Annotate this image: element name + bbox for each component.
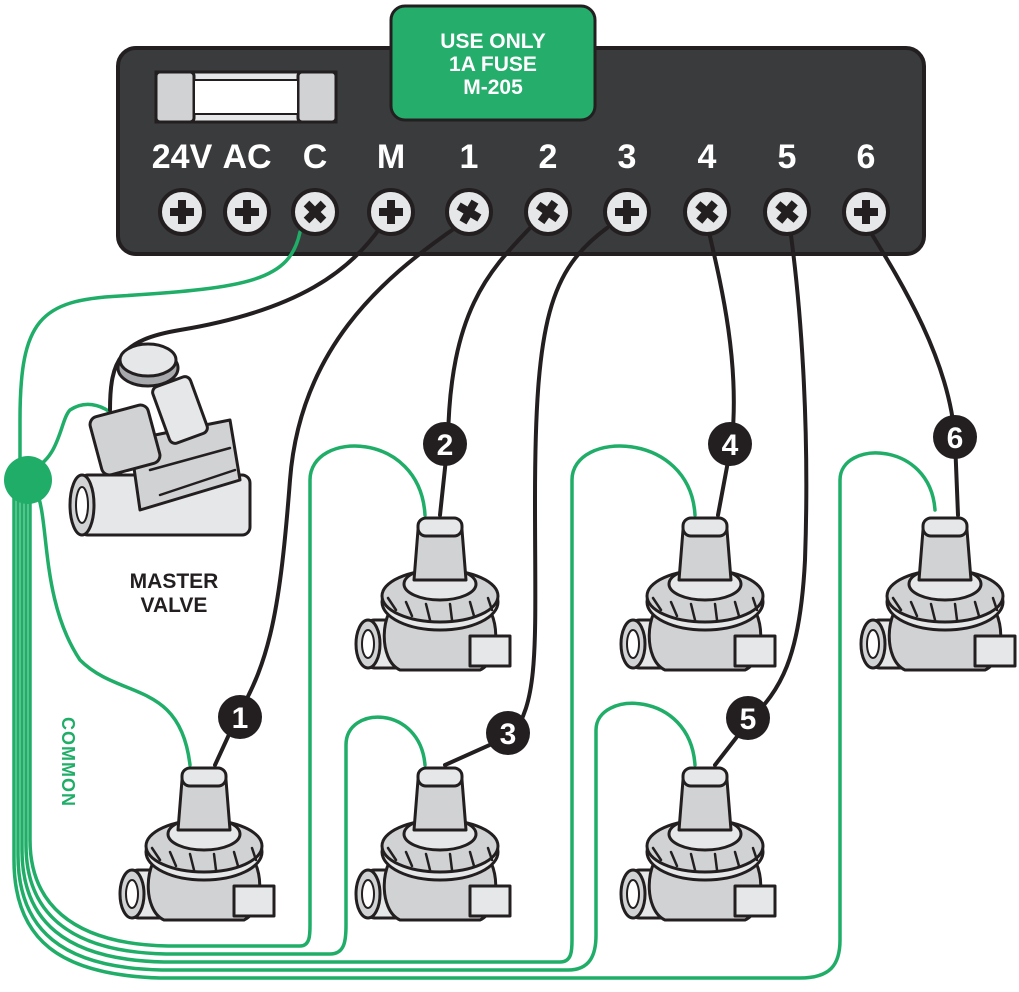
terminal-screw-1-icon: [445, 188, 493, 236]
zone-badge-5: 5: [726, 696, 770, 740]
master-valve-icon: [68, 342, 252, 537]
zone-badge-6: 6: [933, 415, 977, 459]
fuse-icon: [154, 70, 338, 124]
terminal-label-c: C: [303, 138, 328, 176]
master-valve-label-line-2: VALVE: [141, 594, 208, 617]
terminal-label-24v: 24V: [152, 138, 213, 176]
terminal-label-1: 1: [460, 138, 479, 176]
common-junction: [4, 456, 52, 504]
zone-valve-2-icon: [354, 516, 512, 672]
terminal-label-5: 5: [778, 138, 797, 176]
zone-badge-4-text: 4: [722, 429, 739, 462]
zone-valve-1-icon: [118, 766, 276, 922]
terminal-screw-3-icon: [603, 188, 651, 236]
fuse-notice-line-1: USE ONLY: [440, 30, 545, 53]
terminal-screw-5-icon: [763, 188, 811, 236]
wire-zone-5: [713, 226, 809, 767]
wire-master: [108, 226, 382, 412]
terminal-screw-24v-icon: [158, 188, 206, 236]
zone-valve-4-icon: [619, 516, 777, 672]
fuse-notice-line-2: 1A FUSE: [449, 53, 537, 76]
terminal-screw-m-icon: [367, 188, 415, 236]
wire-zone-4: [706, 226, 736, 517]
common-label: COMMON: [58, 717, 78, 807]
terminal-label-4: 4: [698, 138, 717, 176]
terminal-screws: [158, 188, 890, 236]
zone-wires: [108, 226, 960, 767]
terminal-label-m: M: [377, 138, 405, 176]
fuse-notice: USE ONLY 1A FUSE M-205: [389, 4, 597, 122]
terminal-screw-4-icon: [683, 188, 731, 236]
wire-zone-2: [438, 226, 532, 517]
terminal-label-6: 6: [857, 138, 876, 176]
terminal-screw-2-icon: [524, 188, 572, 236]
zone-badge-2-text: 2: [437, 429, 454, 462]
zone-badge-5-text: 5: [740, 703, 757, 736]
fuse-notice-line-3: M-205: [463, 76, 523, 99]
zone-badge-3: 3: [486, 711, 530, 755]
common-wires: COMMON: [4, 230, 937, 980]
wire-zone-1: [213, 226, 457, 767]
wire-zone-3: [443, 226, 609, 767]
terminal-labels: 24V AC C M 1 2 3 4 5 6: [152, 138, 876, 176]
zone-badge-4: 4: [708, 422, 752, 466]
terminal-label-3: 3: [618, 138, 637, 176]
zone-badge-2: 2: [423, 422, 467, 466]
zone-badge-1-text: 1: [232, 702, 249, 735]
terminal-screw-ac-icon: [223, 188, 271, 236]
zone-badge-1: 1: [218, 695, 262, 739]
terminal-label-ac: AC: [222, 138, 271, 176]
terminal-screw-c-icon: [291, 188, 339, 236]
zone-valve-6-icon: [859, 516, 1017, 672]
master-valve-label-line-1: MASTER: [130, 570, 219, 593]
zone-valve-5-icon: [619, 766, 777, 922]
zone-valve-3-icon: [354, 766, 512, 922]
terminal-screw-6-icon: [842, 188, 890, 236]
terminal-label-2: 2: [539, 138, 558, 176]
zone-badge-3-text: 3: [500, 718, 517, 751]
wire-zone-6: [866, 226, 960, 517]
zone-badge-6-text: 6: [947, 422, 964, 455]
